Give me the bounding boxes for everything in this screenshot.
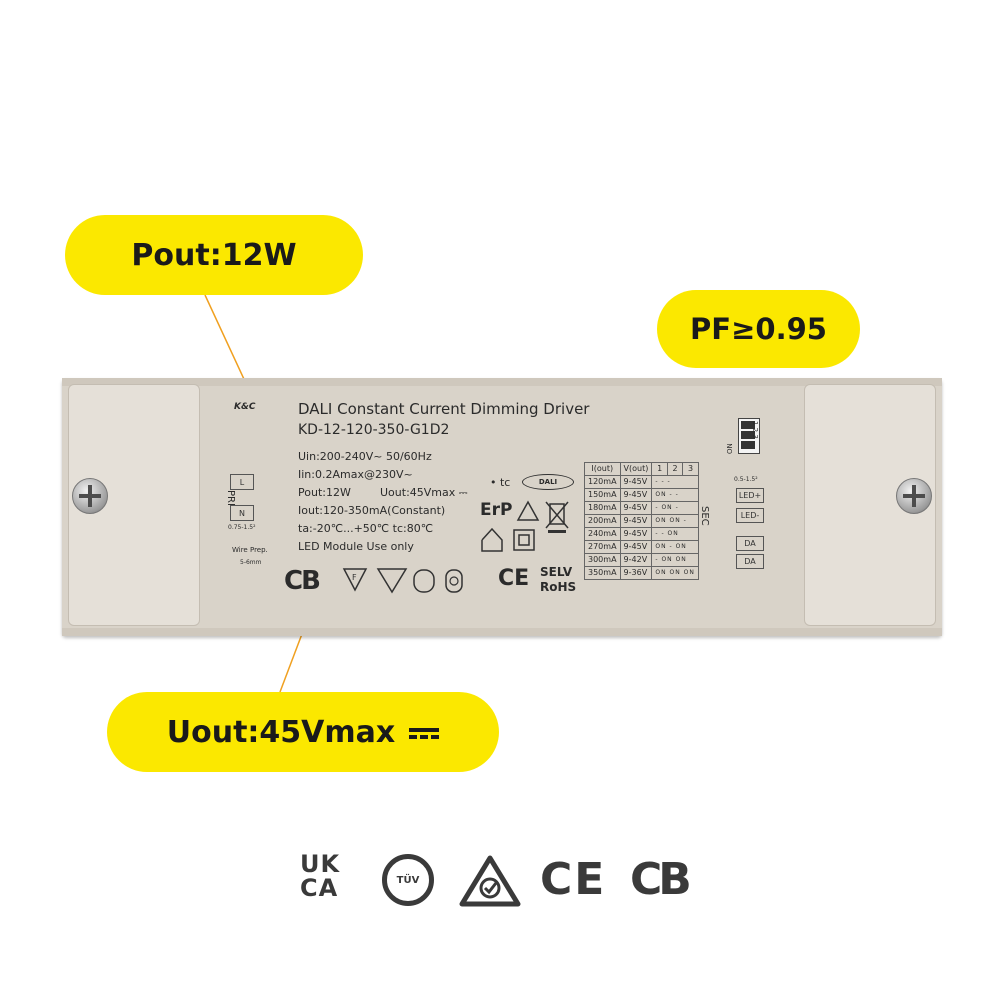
- spec-output-power: Pout:12W: [298, 486, 351, 499]
- cb-mark-small: CB: [284, 566, 321, 596]
- brand-logo: K&C: [234, 402, 256, 412]
- table-header: 3: [682, 462, 699, 476]
- certification-logos: UK CA TÜV CE CB: [300, 852, 710, 910]
- selv-mark: SELV: [540, 565, 573, 579]
- indoor-class2-icons: [481, 527, 535, 552]
- table-cell: - ON ON: [651, 553, 699, 567]
- tuv-mark-text: TÜV: [396, 874, 420, 886]
- table-cell: 180mA: [584, 501, 621, 515]
- uout-callout-text: Uout:45Vmax: [166, 714, 396, 750]
- dali-logo: DALI: [522, 474, 574, 490]
- table-cell: 9-45V: [619, 488, 653, 502]
- housing-top-rail: [62, 378, 942, 386]
- table-cell: ON ON -: [651, 514, 699, 528]
- uout-callout: Uout:45Vmax: [107, 692, 499, 772]
- wire-size-left: 0.75-1.5²: [228, 524, 256, 531]
- right-screw-icon: [896, 478, 932, 514]
- pout-callout-text: Pout:12W: [131, 237, 297, 273]
- led-driver-product: K&C DALI Constant Current Dimming Driver…: [62, 378, 942, 636]
- table-cell: ON ON ON: [651, 566, 699, 580]
- pout-callout: Pout:12W: [65, 215, 363, 295]
- spec-temperature: ta:-20℃...+50℃ tc:80℃: [298, 522, 434, 535]
- table-header: 1: [651, 462, 668, 476]
- ukca-mark: UK CA: [300, 852, 340, 900]
- terminal-led-plus: LED+: [736, 488, 764, 503]
- wire-prep-label: Wire Prep.: [232, 546, 268, 554]
- dip-on-label: ON: [726, 443, 734, 454]
- erp-logo: ErP: [480, 500, 513, 520]
- table-cell: - ON -: [651, 501, 699, 515]
- table-cell: 9-45V: [619, 475, 653, 489]
- terminal-da-1: DA: [736, 536, 764, 551]
- terminal-N-label: N: [230, 505, 254, 521]
- wire-size-right: 0.5-1.5²: [734, 476, 758, 483]
- spec-output-voltage: Uout:45Vmax ⎓: [380, 486, 468, 499]
- ce-mark: CE: [540, 854, 607, 905]
- tc-point-mark: • tc: [490, 476, 511, 489]
- tuv-mark: TÜV: [382, 854, 434, 906]
- table-header: V(out): [619, 462, 653, 476]
- dip-switch-icon: [738, 418, 760, 454]
- table-cell: - - -: [651, 475, 699, 489]
- pf-callout-text: PF≥0.95: [690, 312, 827, 346]
- table-cell: 9-36V: [619, 566, 653, 580]
- table-cell: 9-45V: [619, 514, 653, 528]
- spec-input-voltage: Uin:200-240V~ 50/60Hz: [298, 450, 432, 463]
- table-cell: - - ON: [651, 527, 699, 541]
- strip-length-label: 5-6mm: [240, 559, 262, 566]
- pf-callout: PF≥0.95: [657, 290, 860, 368]
- table-cell: 240mA: [584, 527, 621, 541]
- terminal-L-label: L: [230, 474, 254, 490]
- housing-bottom-rail: [62, 628, 942, 636]
- secondary-label: SEC: [699, 506, 710, 526]
- table-cell: 120mA: [584, 475, 621, 489]
- dc-symbol-icon: [409, 725, 440, 739]
- spec-input-current: Iin:0.2Amax@230V~: [298, 468, 413, 481]
- dip-numbers-label: 1 2 3: [751, 421, 759, 439]
- rohs-mark: RoHS: [540, 580, 577, 594]
- primary-label: PRI: [225, 490, 236, 506]
- rcm-and-weee-icons: [516, 500, 569, 533]
- terminal-led-minus: LED-: [736, 508, 764, 523]
- model-number: KD-12-120-350-G1D2: [298, 422, 450, 438]
- table-cell: 150mA: [584, 488, 621, 502]
- cb-mark: CB: [630, 854, 692, 905]
- product-title: DALI Constant Current Dimming Driver: [298, 400, 590, 418]
- table-cell: 270mA: [584, 540, 621, 554]
- terminal-da-2: DA: [736, 554, 764, 569]
- safety-symbols-icon: F: [342, 568, 463, 594]
- table-cell: ON - -: [651, 488, 699, 502]
- spec-usage-note: LED Module Use only: [298, 540, 414, 553]
- table-header: I(out): [584, 462, 621, 476]
- table-cell: 9-45V: [619, 540, 653, 554]
- left-screw-icon: [72, 478, 108, 514]
- ukca-line-1: UK: [300, 850, 341, 878]
- ce-mark-small: CE: [498, 566, 530, 591]
- spec-output-current: Iout:120-350mA(Constant): [298, 504, 446, 517]
- table-header: 2: [666, 462, 684, 476]
- svg-text:F: F: [352, 573, 357, 582]
- table-cell: 9-42V: [619, 553, 653, 567]
- table-cell: ON - ON: [651, 540, 699, 554]
- table-cell: 300mA: [584, 553, 621, 567]
- rcm-mark-icon: [459, 855, 521, 907]
- table-header-row: I(out) V(out) 1 2 3: [584, 462, 699, 476]
- table-cell: 9-45V: [619, 527, 653, 541]
- table-cell: 350mA: [584, 566, 621, 580]
- table-cell: 9-45V: [619, 501, 653, 515]
- ukca-line-2: CA: [300, 874, 339, 902]
- left-terminal-cover: [68, 384, 200, 626]
- table-cell: 200mA: [584, 514, 621, 528]
